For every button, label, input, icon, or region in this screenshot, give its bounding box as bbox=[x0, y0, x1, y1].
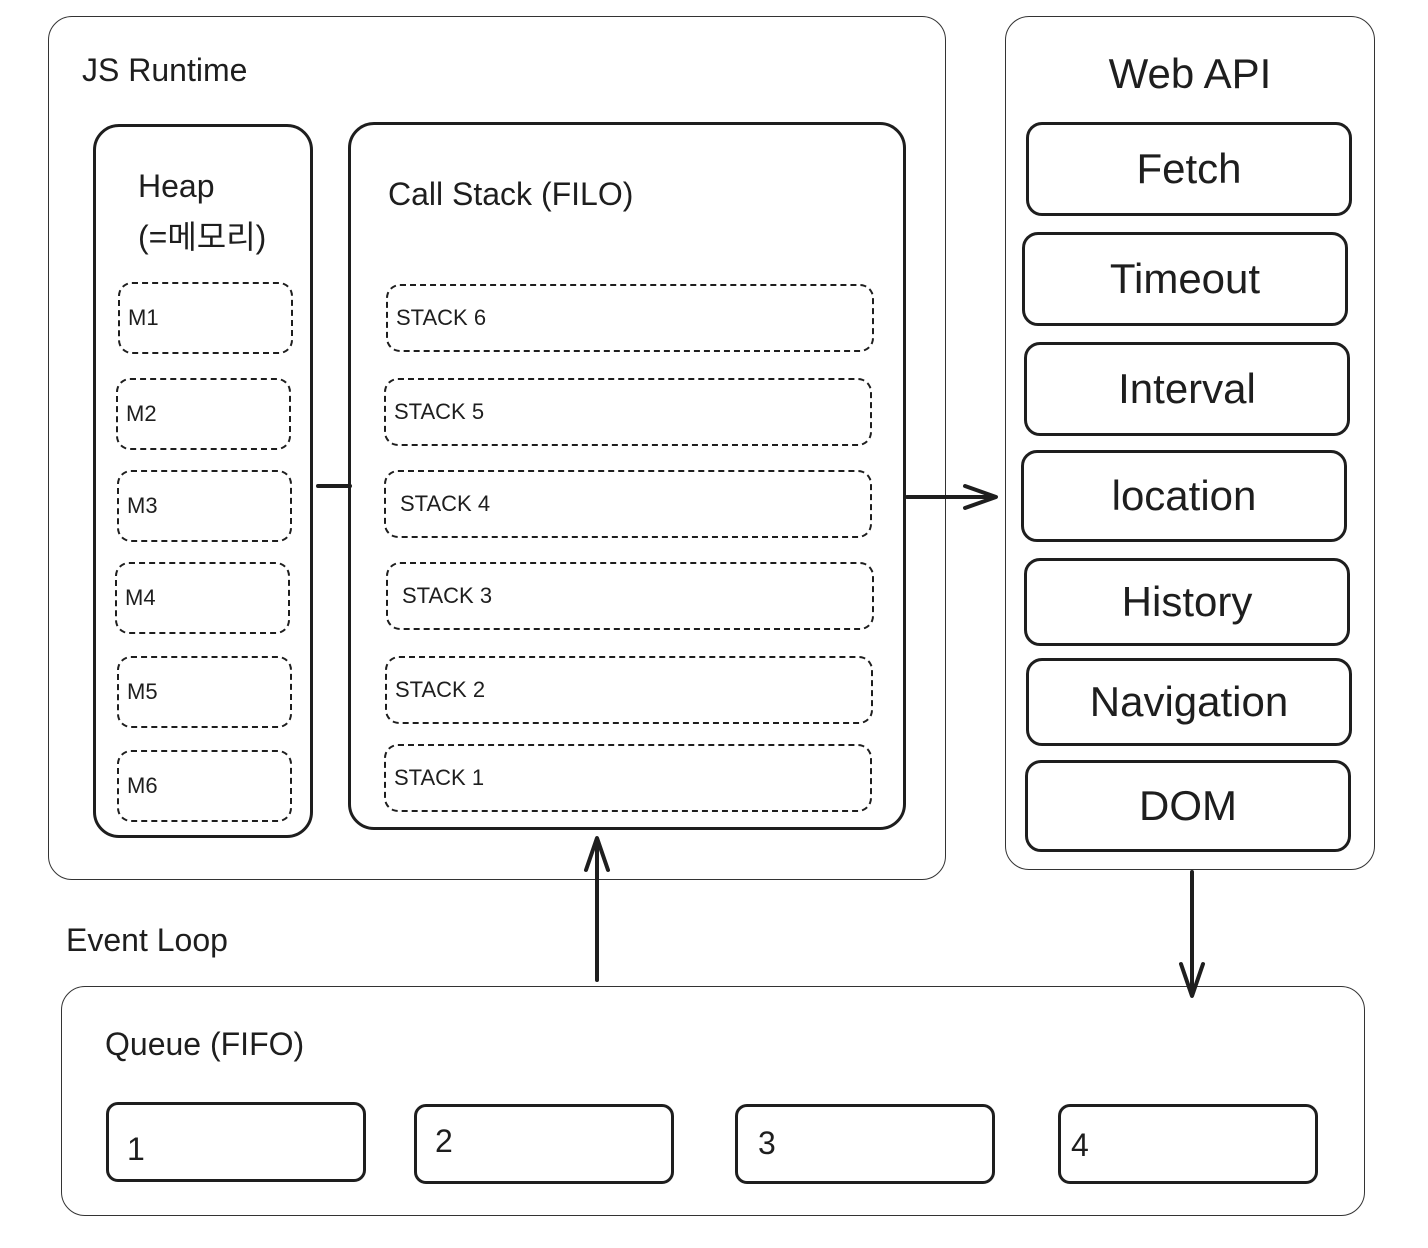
stack-item: STACK 3 bbox=[386, 562, 874, 630]
stack-to-webapi-arrowhead bbox=[963, 484, 998, 510]
heap-title: Heap bbox=[138, 168, 215, 204]
js-runtime-container bbox=[48, 16, 946, 880]
call-stack-title: Call Stack (FILO) bbox=[388, 176, 634, 212]
heap-item: M4 bbox=[115, 562, 290, 634]
stack-item: STACK 2 bbox=[385, 656, 873, 724]
queue-item: 3 bbox=[735, 1104, 995, 1184]
web-api-history: History bbox=[1024, 558, 1350, 646]
web-api-fetch: Fetch bbox=[1026, 122, 1352, 216]
stack-item: STACK 4 bbox=[384, 470, 872, 538]
heap-item: M5 bbox=[117, 656, 292, 728]
web-api-container bbox=[1005, 16, 1375, 870]
stack-item: STACK 6 bbox=[386, 284, 874, 352]
webapi-to-queue-arrowhead bbox=[1179, 962, 1205, 998]
queue-item: 1 bbox=[106, 1102, 366, 1182]
queue-title: Queue (FIFO) bbox=[105, 1026, 305, 1062]
queue-item: 4 bbox=[1058, 1104, 1318, 1184]
heap-subtitle: (=메모리) bbox=[138, 219, 267, 255]
queue-container bbox=[61, 986, 1365, 1216]
heap-container bbox=[93, 124, 313, 838]
heap-item: M3 bbox=[117, 470, 292, 542]
web-api-timeout: Timeout bbox=[1022, 232, 1348, 326]
heap-item: M2 bbox=[116, 378, 291, 450]
js-runtime-title: JS Runtime bbox=[82, 52, 248, 88]
call-stack-container bbox=[348, 122, 906, 830]
web-api-dom: DOM bbox=[1025, 760, 1351, 852]
event-loop-title: Event Loop bbox=[66, 922, 228, 958]
queue-to-stack-arrowhead bbox=[584, 836, 610, 872]
web-api-location: location bbox=[1021, 450, 1347, 542]
web-api-interval: Interval bbox=[1024, 342, 1350, 436]
web-api-title: Web API bbox=[1108, 50, 1272, 97]
stack-item: STACK 5 bbox=[384, 378, 872, 446]
heap-item: M6 bbox=[117, 750, 292, 822]
heap-item: M1 bbox=[118, 282, 293, 354]
queue-item: 2 bbox=[414, 1104, 674, 1184]
web-api-navigation: Navigation bbox=[1026, 658, 1352, 746]
stack-item: STACK 1 bbox=[384, 744, 872, 812]
